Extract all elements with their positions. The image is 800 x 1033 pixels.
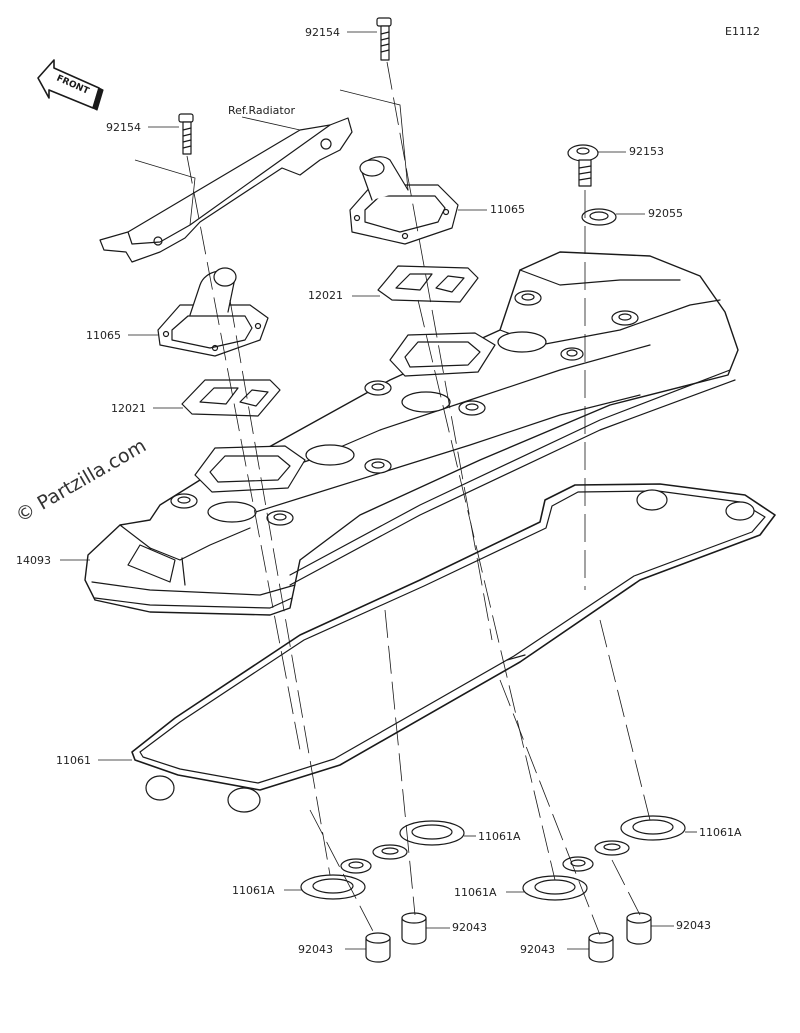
- plug-cover-left: [157, 267, 269, 357]
- callout-11061a-2: 11061A: [699, 826, 742, 839]
- head-cover-gasket: [131, 483, 776, 813]
- callout-11061: 11061: [56, 754, 91, 767]
- diagram-code: E1112: [725, 25, 760, 38]
- callout-14093: 14093: [16, 554, 51, 567]
- callout-92154-left: 92154: [106, 121, 141, 134]
- washer-92055: [581, 208, 617, 226]
- callout-92043-1: 92043: [452, 921, 487, 934]
- plug-gasket-left: [181, 379, 281, 417]
- callout-11061a-4: 11061A: [454, 886, 497, 899]
- cylinder-head-cover: [84, 251, 739, 616]
- callout-11065-left: 11065: [86, 329, 121, 342]
- bolt-92153: [567, 144, 599, 187]
- callout-92153: 92153: [629, 145, 664, 158]
- plug-gasket-right: [377, 265, 479, 303]
- bolt-92154-left: [178, 113, 194, 155]
- radiator-bracket: [99, 117, 353, 263]
- callout-12021-right: 12021: [308, 289, 343, 302]
- front-arrow-icon: [37, 59, 104, 111]
- callout-12021-left: 12021: [111, 402, 146, 415]
- callout-92154-top: 92154: [305, 26, 340, 39]
- callout-92043-4: 92043: [520, 943, 555, 956]
- plug-cover-right: [349, 156, 459, 245]
- plug-hole-parts: [300, 815, 686, 963]
- callout-11065-right: 11065: [490, 203, 525, 216]
- callout-92043-2: 92043: [676, 919, 711, 932]
- assembly-lines: [186, 61, 651, 936]
- callout-92043-3: 92043: [298, 943, 333, 956]
- callout-11061a-1: 11061A: [478, 830, 521, 843]
- callout-ref-radiator: Ref.Radiator: [228, 104, 295, 117]
- callout-92055: 92055: [648, 207, 683, 220]
- leader-lines: [60, 31, 697, 950]
- callout-11061a-3: 11061A: [232, 884, 275, 897]
- bolt-92154-right: [376, 17, 392, 61]
